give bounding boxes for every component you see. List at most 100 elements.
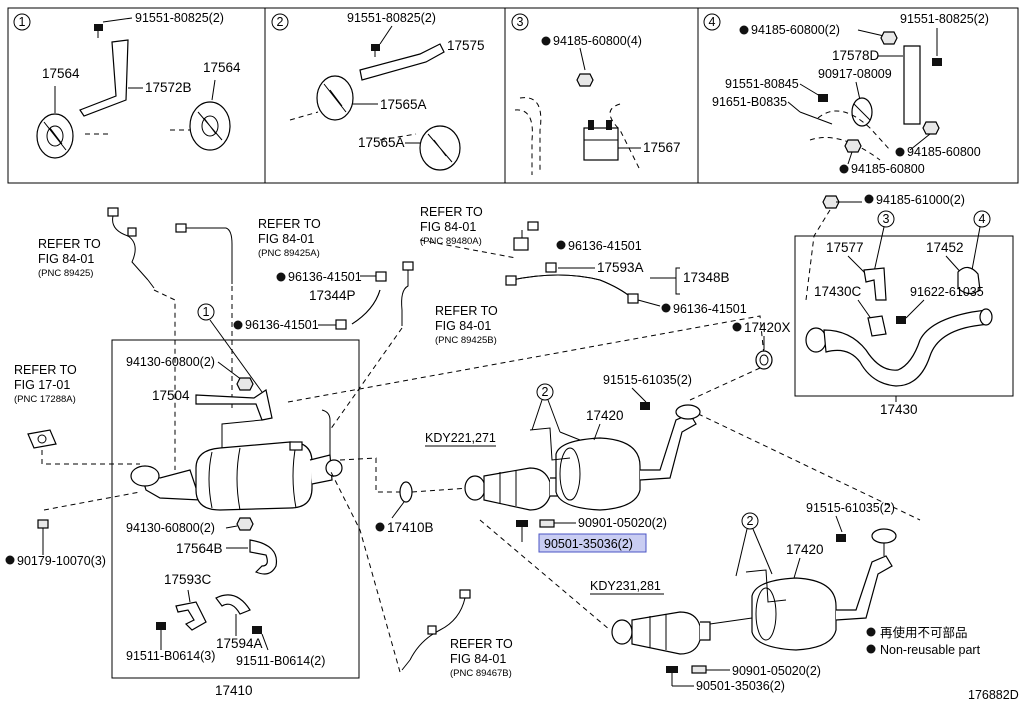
part-91622-61035[interactable]: 91622-61035 <box>910 285 984 299</box>
part-17564-right[interactable]: 17564 <box>203 60 241 75</box>
panel-1-number: 1 <box>19 15 26 29</box>
refer-89425A[interactable]: REFER TO FIG 84-01 (PNC 89425A) <box>258 217 321 259</box>
part-17572B[interactable]: 17572B <box>145 80 192 95</box>
part-17420-a[interactable]: 17420 <box>586 408 624 423</box>
part-91511-B0614-b[interactable]: 91511-B0614(2) <box>236 654 325 668</box>
part-96136-41501-a[interactable]: 96136-41501 <box>288 270 362 284</box>
panel-4: 4 94185-60800(2) 91551-80825(2) 17578D 9… <box>703 12 989 176</box>
muffler-assembly-a: KDY221,271 17420 2 91515-61035(2) <box>425 373 701 553</box>
part-17575[interactable]: 17575 <box>447 38 485 53</box>
part-17564-left[interactable]: 17564 <box>42 66 80 81</box>
non-reusable-dot <box>895 147 905 157</box>
part-94185-60800-p4b[interactable]: 94185-60800 <box>907 145 981 159</box>
part-91515-61035-a[interactable]: 91515-61035(2) <box>603 373 692 387</box>
part-96136-41501-b[interactable]: 96136-41501 <box>245 318 319 332</box>
svg-text:(PNC 89425A): (PNC 89425A) <box>258 248 320 259</box>
part-94130-60800-b[interactable]: 94130-60800(2) <box>126 521 215 535</box>
part-17452[interactable]: 17452 <box>926 240 964 255</box>
panel-3: 3 94185-60800(4) 17567 <box>511 13 681 175</box>
panel-2-number: 2 <box>277 15 284 29</box>
label-kdy231-281[interactable]: KDY231,281 <box>590 579 661 593</box>
part-17410[interactable]: 17410 <box>215 683 253 698</box>
part-91551-80825[interactable]: 91551-80825(2) <box>135 11 224 25</box>
refer-89425B[interactable]: REFER TO FIG 84-01 (PNC 89425B) <box>435 304 498 346</box>
hanger-rubber-lower <box>419 125 461 171</box>
part-17567[interactable]: 17567 <box>643 140 681 155</box>
part-17593C[interactable]: 17593C <box>164 572 212 587</box>
bolt-icon <box>516 520 528 527</box>
part-17565A-upper[interactable]: 17565A <box>380 97 427 112</box>
part-91551-80825-p2[interactable]: 91551-80825(2) <box>347 11 436 25</box>
converter-box-17410: 17410 94130-60800(2) 1 17504 94130-60800… <box>111 303 360 698</box>
nut-icon <box>236 517 254 531</box>
part-17420-b[interactable]: 17420 <box>786 542 824 557</box>
svg-text:FIG 84-01: FIG 84-01 <box>450 652 506 666</box>
panel-3-number: 3 <box>517 15 524 29</box>
nut-icon <box>922 121 940 135</box>
tailpipe-box-17430: 17430 94185-61000(2) 3 4 17577 17452 174… <box>732 193 1014 417</box>
svg-text:(PNC 17288A): (PNC 17288A) <box>14 394 76 405</box>
legend-en: Non-reusable part <box>880 643 981 657</box>
part-91551-80845[interactable]: 91551-80845 <box>725 77 799 91</box>
part-17430[interactable]: 17430 <box>880 402 918 417</box>
refer-89425[interactable]: REFER TO FIG 84-01 (PNC 89425) <box>38 237 101 279</box>
part-17577[interactable]: 17577 <box>826 240 864 255</box>
part-17430C[interactable]: 17430C <box>814 284 862 299</box>
bolt-icon <box>371 44 380 57</box>
bolt-icon <box>94 24 103 38</box>
part-91511-B0614-a[interactable]: 91511-B0614(3) <box>126 649 215 663</box>
panel-4-number: 4 <box>709 15 716 29</box>
part-17420X[interactable]: 17420X <box>744 320 791 335</box>
bolt-icon <box>666 666 678 673</box>
non-reusable-dot-icon <box>866 644 876 654</box>
part-94130-60800-a[interactable]: 94130-60800(2) <box>126 355 215 369</box>
non-reusable-dot-icon <box>866 627 876 637</box>
svg-text:1: 1 <box>203 305 210 319</box>
nut-icon <box>880 31 898 45</box>
label-kdy221-271[interactable]: KDY221,271 <box>425 431 496 445</box>
part-90901-05020-b[interactable]: 90901-05020(2) <box>732 664 821 678</box>
part-91551-80825-p4[interactable]: 91551-80825(2) <box>900 12 989 26</box>
part-17504[interactable]: 17504 <box>152 388 190 403</box>
part-94185-60800-p3[interactable]: 94185-60800(4) <box>553 34 642 48</box>
part-94185-60800-p4c[interactable]: 94185-60800 <box>851 162 925 176</box>
part-91515-61035-b[interactable]: 91515-61035(2) <box>806 501 895 515</box>
svg-text:4: 4 <box>979 212 986 226</box>
part-17594A[interactable]: 17594A <box>216 636 263 651</box>
part-17344P[interactable]: 17344P <box>309 288 356 303</box>
svg-text:(PNC 89425): (PNC 89425) <box>38 268 93 279</box>
part-90501-35036-b[interactable]: 90501-35036(2) <box>696 679 785 693</box>
hanger-rubber-upper <box>316 75 354 121</box>
part-17593A[interactable]: 17593A <box>597 260 644 275</box>
hanger-rubber-right <box>189 101 231 151</box>
refer-89480A[interactable]: REFER TO FIG 84-01 (PNC 89480A) <box>420 205 483 247</box>
part-17578D[interactable]: 17578D <box>832 48 880 63</box>
part-17410B[interactable]: 17410B <box>387 520 434 535</box>
highlight-90501-35036 <box>538 533 647 553</box>
non-reusable-dot <box>839 164 849 174</box>
part-90179-10070[interactable]: 90179-10070(3) <box>17 554 106 568</box>
muffler-assembly-b: KDY231,281 17420 2 91515-61035(2) <box>590 501 897 693</box>
part-96136-41501-c[interactable]: 96136-41501 <box>568 239 642 253</box>
refer-89467B[interactable]: REFER TO FIG 84-01 (PNC 89467B) <box>450 637 513 679</box>
diagram-id: 176882D <box>968 688 1019 702</box>
svg-text:3: 3 <box>883 212 890 226</box>
non-reusable-dot <box>5 555 15 565</box>
refer-17288A[interactable]: REFER TO FIG 17-01 (PNC 17288A) <box>14 363 77 405</box>
part-90501-35036-a[interactable]: 90501-35036(2) <box>544 537 633 551</box>
sensor-lower <box>329 469 471 673</box>
part-94185-60800-p4a[interactable]: 94185-60800(2) <box>751 23 840 37</box>
part-90917-08009[interactable]: 90917-08009 <box>818 67 892 81</box>
callout-4: 4 <box>971 210 991 271</box>
part-96136-41501-d[interactable]: 96136-41501 <box>673 302 747 316</box>
part-17564B[interactable]: 17564B <box>176 541 223 556</box>
part-94185-61000[interactable]: 94185-61000(2) <box>876 193 965 207</box>
part-90901-05020-a[interactable]: 90901-05020(2) <box>578 516 667 530</box>
part-91651-B0835[interactable]: 91651-B0835 <box>712 95 787 109</box>
part-17565A-lower[interactable]: 17565A <box>358 135 405 150</box>
part-17348B[interactable]: 17348B <box>683 270 730 285</box>
svg-text:FIG 84-01: FIG 84-01 <box>258 232 314 246</box>
legend: 再使用不可部品 Non-reusable part <box>866 625 981 657</box>
svg-text:REFER TO: REFER TO <box>420 205 483 219</box>
bolt-icon <box>896 316 906 324</box>
